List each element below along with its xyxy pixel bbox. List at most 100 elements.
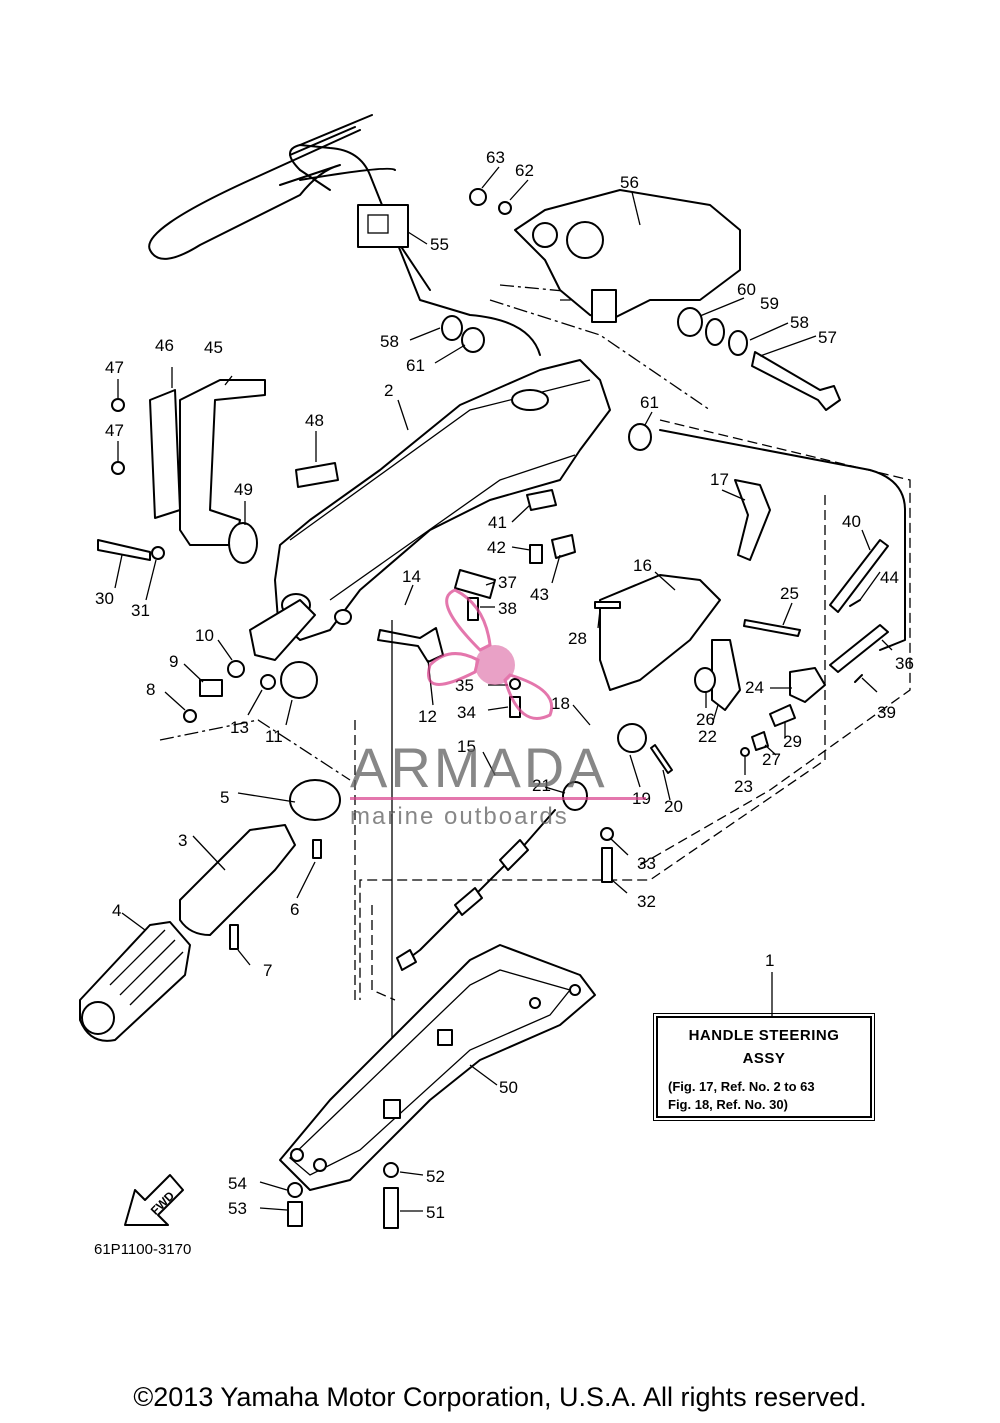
callout-34: 34 — [457, 703, 476, 722]
callout-12: 12 — [418, 707, 437, 726]
lever-17 — [734, 479, 771, 561]
bracket-16 — [599, 574, 721, 691]
cable-end-40 — [829, 539, 889, 613]
callout-43: 43 — [530, 585, 549, 604]
assembly-note-box: HANDLE STEERING ASSY (Fig. 17, Ref. No. … — [653, 1013, 875, 1121]
plate-37 — [454, 569, 496, 599]
callout-27: 27 — [762, 750, 781, 769]
throttle-grip-assembly — [79, 779, 341, 1042]
callout-30: 30 — [95, 589, 114, 608]
washer-35 — [509, 678, 521, 690]
callout-17: 17 — [710, 470, 729, 489]
callout-29: 29 — [783, 732, 802, 751]
spring-9 — [199, 679, 223, 697]
cable-end-36 — [829, 624, 889, 673]
callout-20: 20 — [664, 797, 683, 816]
collar-5 — [289, 779, 341, 821]
watermark-subtitle: marine outboards — [350, 803, 569, 830]
throttle-cable — [391, 620, 556, 1100]
fwd-arrow: FWD — [124, 1174, 184, 1226]
part-callouts: 1 2 3 4 5 6 7 8 9 10 11 12 13 14 15 16 1… — [95, 148, 914, 1222]
clip-44 — [849, 599, 861, 607]
right-mechanism — [562, 429, 906, 883]
callout-48: 48 — [305, 411, 324, 430]
bolt-51 — [383, 1187, 399, 1229]
screw-6 — [312, 839, 322, 859]
washer-33 — [600, 827, 614, 841]
bushing-49 — [228, 522, 258, 564]
pin-20 — [650, 744, 673, 774]
washer-59 — [705, 318, 725, 346]
screw-53 — [287, 1201, 303, 1227]
callout-47-upper: 47 — [105, 358, 124, 377]
washer-58-right — [728, 330, 748, 356]
callout-49: 49 — [234, 480, 253, 499]
washer-31 — [151, 546, 165, 560]
leader-lines — [114, 166, 893, 1212]
callout-24: 24 — [745, 678, 764, 697]
callout-44: 44 — [880, 568, 899, 587]
callout-39: 39 — [877, 703, 896, 722]
gear-19 — [617, 723, 647, 753]
callout-50: 50 — [499, 1078, 518, 1097]
callout-42: 42 — [487, 538, 506, 557]
callout-16: 16 — [633, 556, 652, 575]
washer-8 — [183, 709, 197, 723]
callout-25: 25 — [780, 584, 799, 603]
note-title-line2: ASSY — [742, 1050, 786, 1067]
nut-63 — [469, 188, 487, 206]
steering-handle-body — [274, 359, 611, 641]
callout-18: 18 — [551, 694, 570, 713]
plug-13 — [260, 674, 276, 690]
spacer-10 — [227, 660, 245, 678]
callout-21: 21 — [532, 776, 551, 795]
screw-34 — [509, 696, 521, 718]
callout-45: 45 — [204, 338, 223, 357]
callout-58-left: 58 — [380, 332, 399, 351]
spring-29 — [769, 704, 796, 727]
throttle-shaft-3 — [179, 824, 296, 936]
callout-32: 32 — [637, 892, 656, 911]
callout-28: 28 — [568, 629, 587, 648]
screw-28 — [594, 601, 621, 609]
ball-23 — [740, 747, 750, 757]
bottom-cover-50 — [279, 944, 596, 1229]
callout-51: 51 — [426, 1203, 445, 1222]
callout-35: 35 — [455, 676, 474, 695]
callout-36: 36 — [895, 654, 914, 673]
callout-10: 10 — [195, 626, 214, 645]
washer-54 — [287, 1182, 303, 1198]
callout-31: 31 — [131, 601, 150, 620]
bushing-26 — [694, 667, 716, 693]
washer-58-left — [441, 315, 463, 341]
copyright-notice: ©2013 Yamaha Motor Corporation, U.S.A. A… — [133, 1382, 867, 1412]
callout-59: 59 — [760, 294, 779, 313]
watermark-propeller-logo — [427, 588, 553, 720]
callout-9: 9 — [169, 652, 178, 671]
arm-22 — [711, 639, 741, 711]
callout-33: 33 — [637, 854, 656, 873]
friction-piece-11 — [280, 661, 318, 699]
clip-39 — [854, 674, 863, 683]
callout-7: 7 — [263, 961, 272, 980]
clamp-41 — [526, 489, 557, 511]
callout-63: 63 — [486, 148, 505, 167]
plate-46 — [149, 389, 181, 519]
shift-lever-assembly — [111, 379, 339, 564]
callout-40: 40 — [842, 512, 861, 531]
callout-61-right: 61 — [640, 393, 659, 412]
control-cable-harness — [148, 114, 541, 356]
callout-3: 3 — [178, 831, 187, 850]
callout-41: 41 — [488, 513, 507, 532]
note-ref-line2: Fig. 18, Ref. No. 30) — [668, 1097, 788, 1112]
watermark-divider — [350, 797, 646, 800]
callout-5: 5 — [220, 788, 229, 807]
callout-53: 53 — [228, 1199, 247, 1218]
callout-22: 22 — [698, 727, 717, 746]
callout-37: 37 — [498, 573, 517, 592]
callout-14: 14 — [402, 567, 421, 586]
callout-11: 11 — [265, 727, 283, 746]
callout-56: 56 — [620, 173, 639, 192]
callout-61-left: 61 — [406, 356, 425, 375]
